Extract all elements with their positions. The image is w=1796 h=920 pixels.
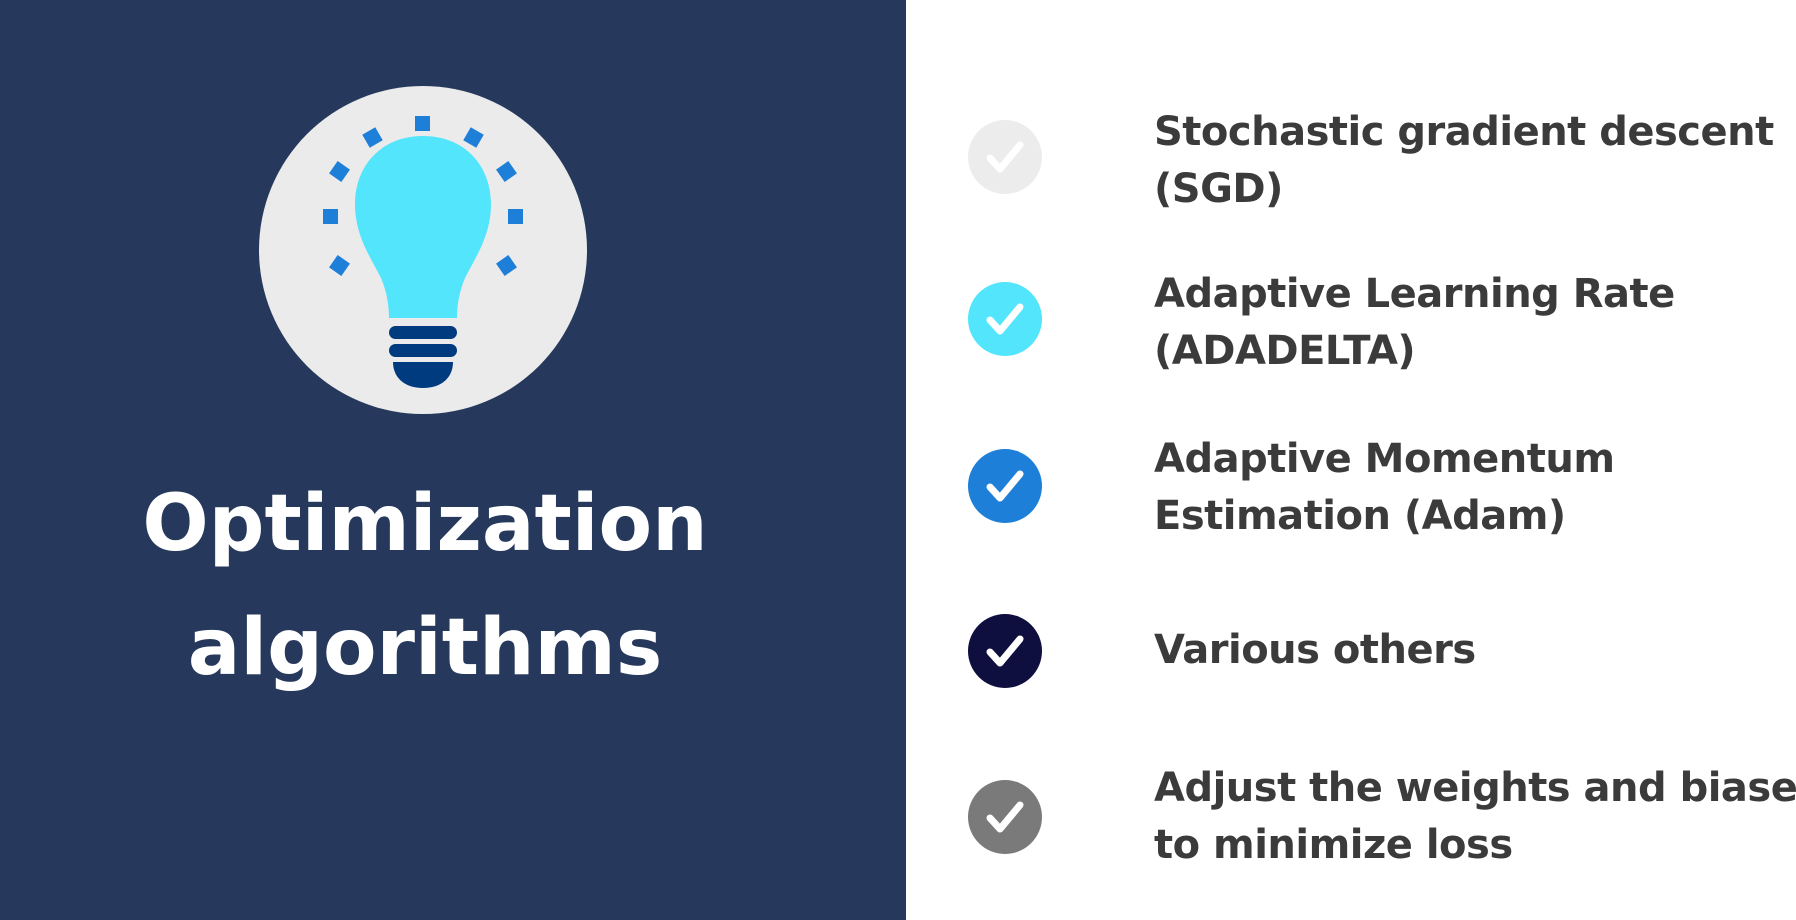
item-line: to minimize loss [1154, 822, 1513, 868]
slide-title: Optimization algorithms [0, 462, 850, 710]
ray-upper-right [496, 161, 517, 182]
item-text: Adjust the weights and biases to minimiz… [1154, 760, 1796, 874]
item-text: Adaptive Learning Rate (ADADELTA) [1154, 266, 1794, 380]
title-line: Optimization [142, 479, 708, 569]
ray-top [415, 116, 430, 131]
item-line: Adjust the weights and biases [1154, 765, 1796, 811]
ray-top-left [362, 127, 383, 148]
item-line: (ADADELTA) [1154, 328, 1416, 374]
item-text: Stochastic gradient descent (SGD) [1154, 104, 1794, 218]
title-line: algorithms [187, 603, 663, 693]
item-text: Adaptive Momentum Estimation (Adam) [1154, 431, 1794, 545]
ray-lower-right [496, 255, 517, 276]
bulb-rays [323, 116, 523, 276]
ray-right [508, 209, 523, 224]
item-line: Various others [1154, 627, 1476, 673]
item-line: (SGD) [1154, 166, 1283, 212]
item-line: Stochastic gradient descent [1154, 109, 1774, 155]
lightbulb-icon [323, 116, 523, 388]
check-icon [968, 449, 1042, 523]
check-icon [968, 614, 1042, 688]
check-icon [968, 282, 1042, 356]
checklist-panel: Stochastic gradient descent (SGD) Adapti… [906, 0, 1796, 920]
item-text: Various others [1154, 622, 1794, 679]
ray-top-right [463, 127, 484, 148]
check-icon [968, 120, 1042, 194]
ray-lower-left [329, 255, 350, 276]
check-icon [968, 780, 1042, 854]
item-line: Adaptive Momentum [1154, 436, 1615, 482]
ray-left [323, 209, 338, 224]
bulb-base [389, 326, 457, 388]
ray-upper-left [329, 161, 350, 182]
bulb-glass [355, 136, 491, 318]
item-line: Adaptive Learning Rate [1154, 271, 1675, 317]
icon-circle [259, 86, 587, 414]
item-line: Estimation (Adam) [1154, 493, 1566, 539]
title-panel: Optimization algorithms [0, 0, 906, 920]
